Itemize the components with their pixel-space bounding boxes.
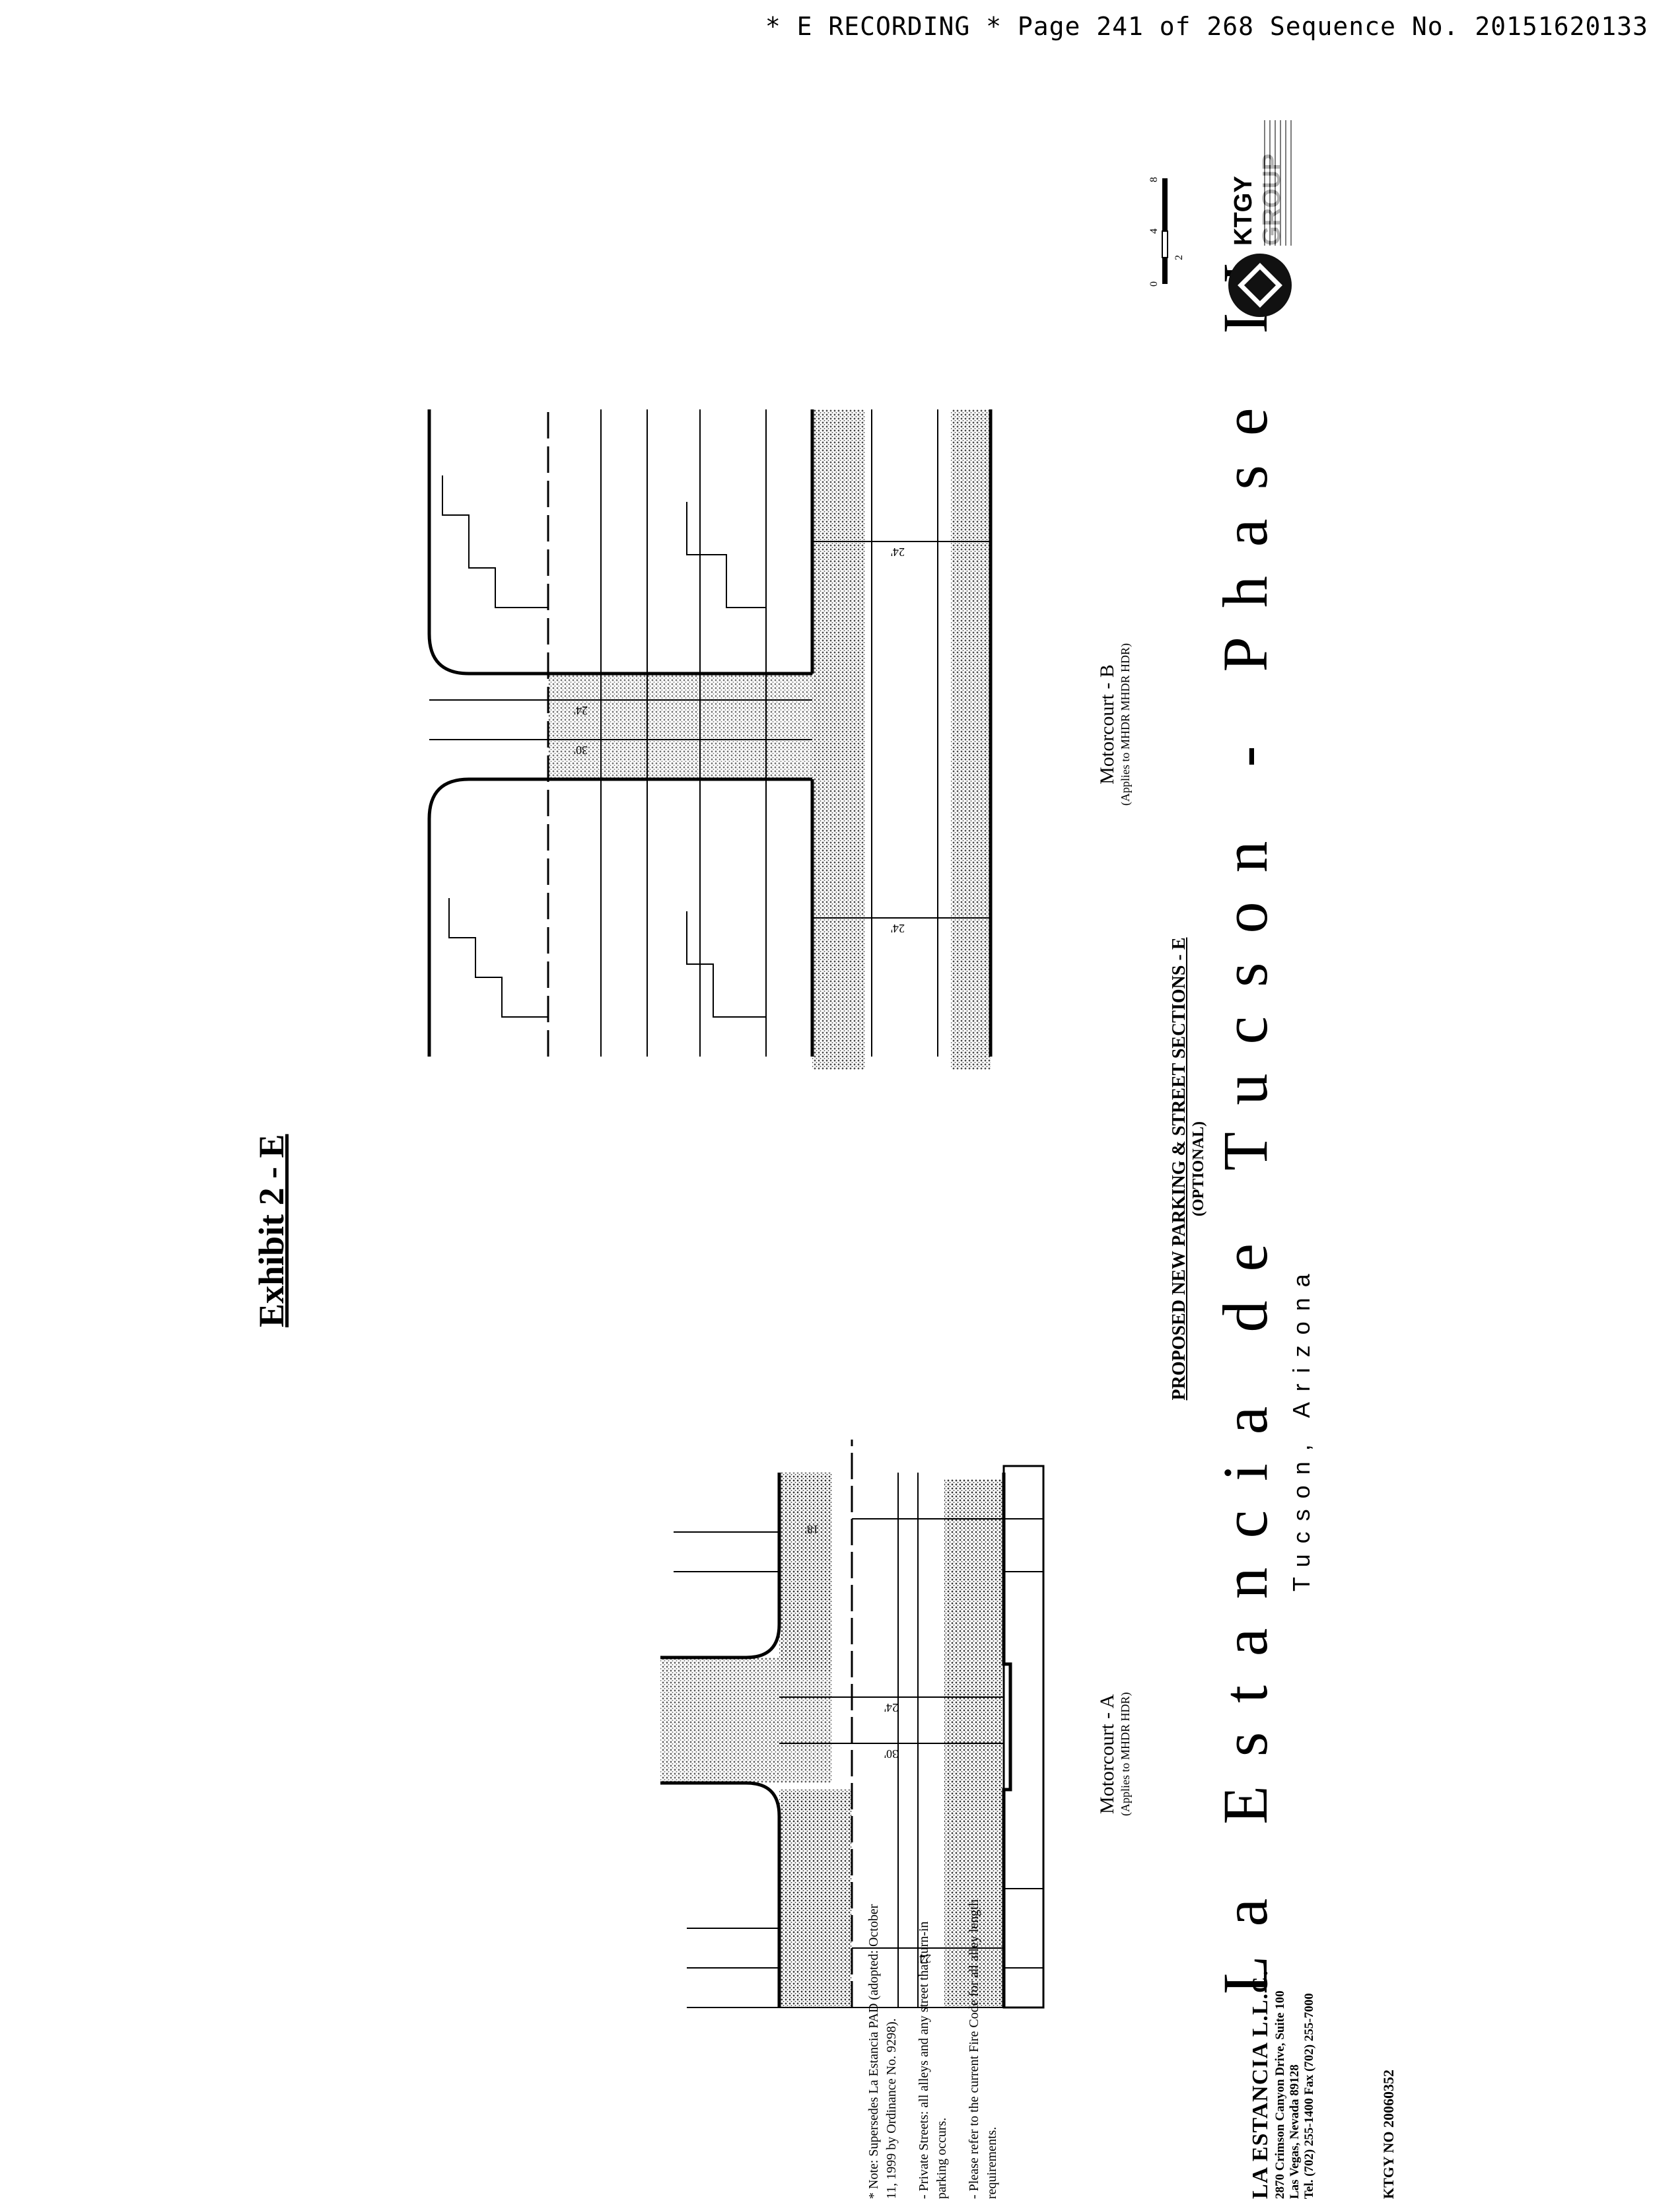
ktgy-number: KTGY NO 20060352 [1380, 2070, 1397, 2199]
motorcourt-b-label: Motorcourt - B [1096, 664, 1118, 785]
motorcourt-a-note: (Applies to MHDR HDR) [1119, 1692, 1132, 1817]
ktgy-logo-fineprint [1261, 120, 1292, 246]
shaded-area [951, 409, 991, 1070]
notes-block: * Note: Supersedes La Estancia PAD (adop… [865, 1895, 1016, 2199]
motorcourt-a-plan: 30' 24' 24' 18' [660, 1440, 1045, 2009]
ktgy-logo: KTGY GROUP [1228, 119, 1321, 317]
developer-address-1: 2870 Crimson Canyon Drive, Suite 100 [1273, 1990, 1287, 2199]
ktgy-logo-mark [1228, 254, 1292, 317]
shaded-area [548, 674, 812, 779]
dimension-label: 24' [884, 1701, 898, 1714]
dimension-label: 30' [574, 744, 588, 757]
plan-subtitle: (OPTIONAL) [1190, 1121, 1207, 1216]
scale-label: 8 [1148, 177, 1160, 182]
motorcourt-b-caption: Motorcourt - B (Applies to MHDR MHDR HDR… [1096, 643, 1133, 806]
scale-label: 0 [1148, 281, 1160, 287]
dimension-label: 24' [891, 545, 905, 559]
recording-header: * E RECORDING * Page 241 of 268 Sequence… [765, 12, 1648, 41]
project-location: Tucson, Arizona [1288, 1263, 1315, 1591]
shaded-area [779, 1790, 852, 2007]
plan-title: PROPOSED NEW PARKING & STREET SECTIONS -… [1169, 898, 1208, 1440]
shaded-area [779, 1473, 832, 1671]
dimension-label: 24' [891, 922, 905, 935]
scale-label: 2 [1173, 255, 1185, 260]
dimension-label: 30' [884, 1747, 898, 1761]
note-item: - Please refer to the current Fire Code … [967, 1899, 999, 2199]
motorcourt-b-note: (Applies to MHDR MHDR HDR) [1119, 643, 1132, 806]
dimension-label: 24' [574, 704, 588, 717]
scale-bar: 0 4 8 2 [1148, 177, 1185, 287]
developer-phone: Tel. (702) 255-1400 Fax (702) 255-7000 [1302, 1993, 1316, 2199]
dimension-label: 24' [917, 1952, 931, 1965]
note-item: * Note: Supersedes La Estancia PAD (adop… [866, 1904, 899, 2199]
exhibit-title: Exhibit 2 - E [252, 1134, 291, 1327]
shaded-area [660, 1658, 832, 1783]
developer-address-2: Las Vegas, Nevada 89128 [1288, 2064, 1302, 2199]
dimension-label: 18' [805, 1523, 819, 1536]
motorcourt-a-caption: Motorcourt - A (Applies to MHDR HDR) [1096, 1693, 1133, 1817]
rotated-sheet: Exhibit 2 - E [218, 119, 1473, 2199]
note-item: - Private Streets: all alleys and any st… [917, 1921, 949, 2199]
motorcourt-a-label: Motorcourt - A [1096, 1694, 1118, 1815]
plan-title-text: PROPOSED NEW PARKING & STREET SECTIONS -… [1169, 937, 1189, 1401]
shaded-area [812, 409, 865, 1070]
developer-name: LA ESTANCIA L.L.C. [1248, 1969, 1273, 2199]
motorcourt-b-plan: 30' 24' 24' 24' [427, 409, 993, 1070]
scale-label: 4 [1148, 228, 1160, 234]
developer-block: LA ESTANCIA L.L.C. 2870 Crimson Canyon D… [1248, 1829, 1317, 2199]
project-title: La Estancia de Tucson - Phase II [1210, 233, 1280, 1994]
